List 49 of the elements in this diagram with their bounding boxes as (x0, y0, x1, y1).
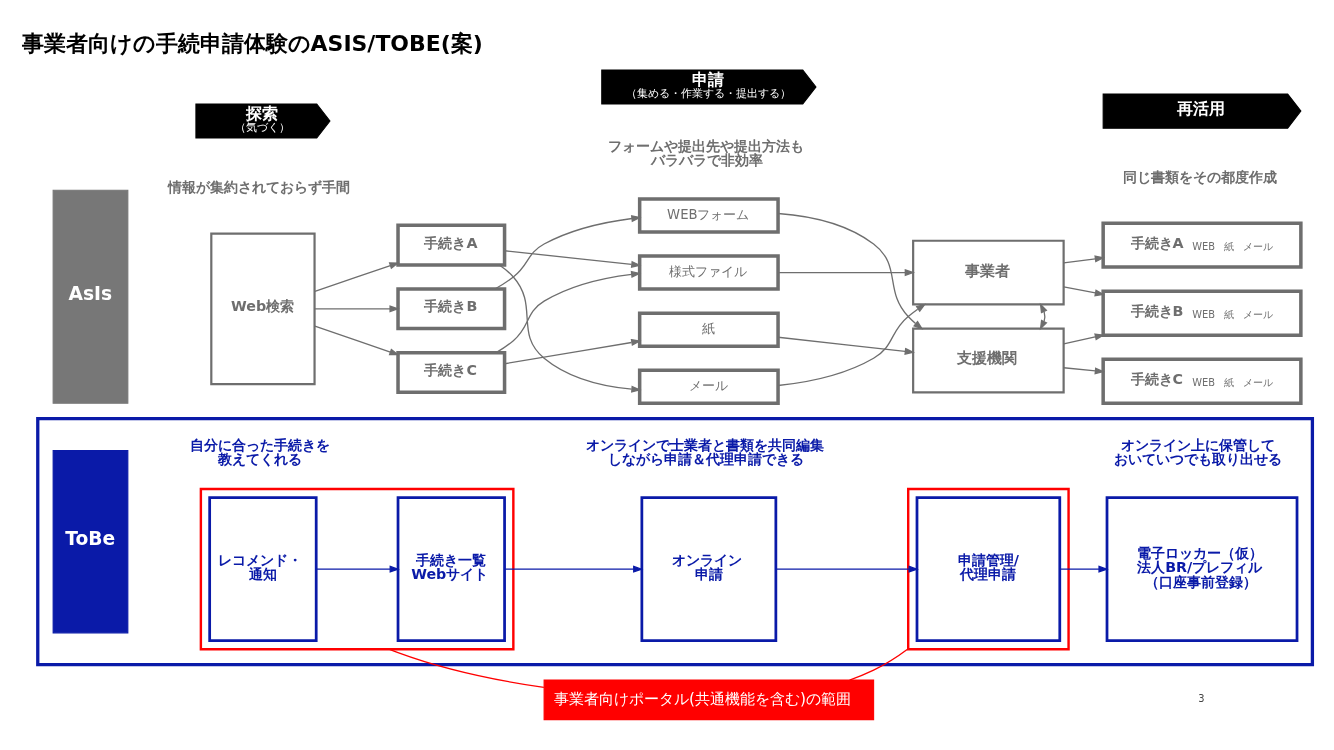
label: 自分に合った手続きを教えてくれる (190, 436, 331, 468)
node-box: Web検索 (210, 232, 316, 386)
node-box: メール (637, 368, 780, 406)
arrow (314, 262, 400, 293)
node-box: 様式ファイル (637, 254, 780, 291)
node-box: 手続きB WEB 紙 メール (1101, 289, 1303, 337)
arrow (504, 338, 642, 365)
node-box: 手続き一覧Webサイト (396, 496, 506, 642)
label: 同じ書類をその都度作成 (1122, 168, 1277, 185)
cluster (199, 487, 515, 651)
cluster (36, 417, 1315, 667)
node-box: WEBフォーム (637, 197, 780, 234)
node-box: ToBe (52, 449, 129, 634)
node-box: 手続きA (396, 223, 507, 267)
diagram-title: 事業者向けの手続申請体験のASIS/TOBE(案) (21, 31, 483, 57)
node-box: 手続きC (396, 351, 507, 395)
connector (388, 648, 545, 689)
arrow (777, 268, 915, 277)
label: フォームや提出先や提出方法もバラバラで非効率 (607, 138, 804, 169)
node-box: 手続きB (396, 287, 507, 331)
arrow (498, 264, 642, 393)
label: オンラインで士業者と書類を共同編集しながら申請＆代理申請できる (586, 436, 825, 468)
label: オンライン上に保管しておいていつでも取り出せる (1113, 436, 1282, 468)
node-box: 支援機関 (912, 327, 1065, 394)
connector (848, 648, 909, 681)
arrow (315, 565, 400, 573)
arrow (777, 212, 924, 330)
node-box: 手続きA WEB 紙 メール (1101, 221, 1303, 269)
node-box: レコメンド・通知 (208, 496, 318, 642)
arrow (504, 250, 642, 268)
node-box: オンライン申請 (640, 496, 778, 642)
arrow (1059, 565, 1109, 573)
arrow (777, 303, 927, 387)
label: 3 (1198, 693, 1205, 705)
arrow (495, 270, 642, 354)
node-box: 事業者 (912, 239, 1065, 306)
node-box: 手続きC WEB 紙 メール (1101, 357, 1303, 406)
arrow (775, 565, 919, 573)
node-box: 電子ロッカー（仮）法人BR/プレフィル（口座事前登録） (1105, 496, 1299, 642)
node-box: 紙 (637, 311, 780, 348)
arrow (504, 565, 644, 573)
node-box: 申請管理/代理申請 (915, 496, 1062, 642)
node-box: 事業者向けポータル(共通機能を含む)の範囲 (543, 679, 875, 721)
arrow (777, 336, 915, 355)
arrow (494, 214, 642, 290)
arrow (314, 305, 400, 313)
node-box: AsIs (52, 189, 129, 404)
label: 情報が集約されておらず手間 (168, 178, 351, 195)
arrow (314, 325, 400, 356)
